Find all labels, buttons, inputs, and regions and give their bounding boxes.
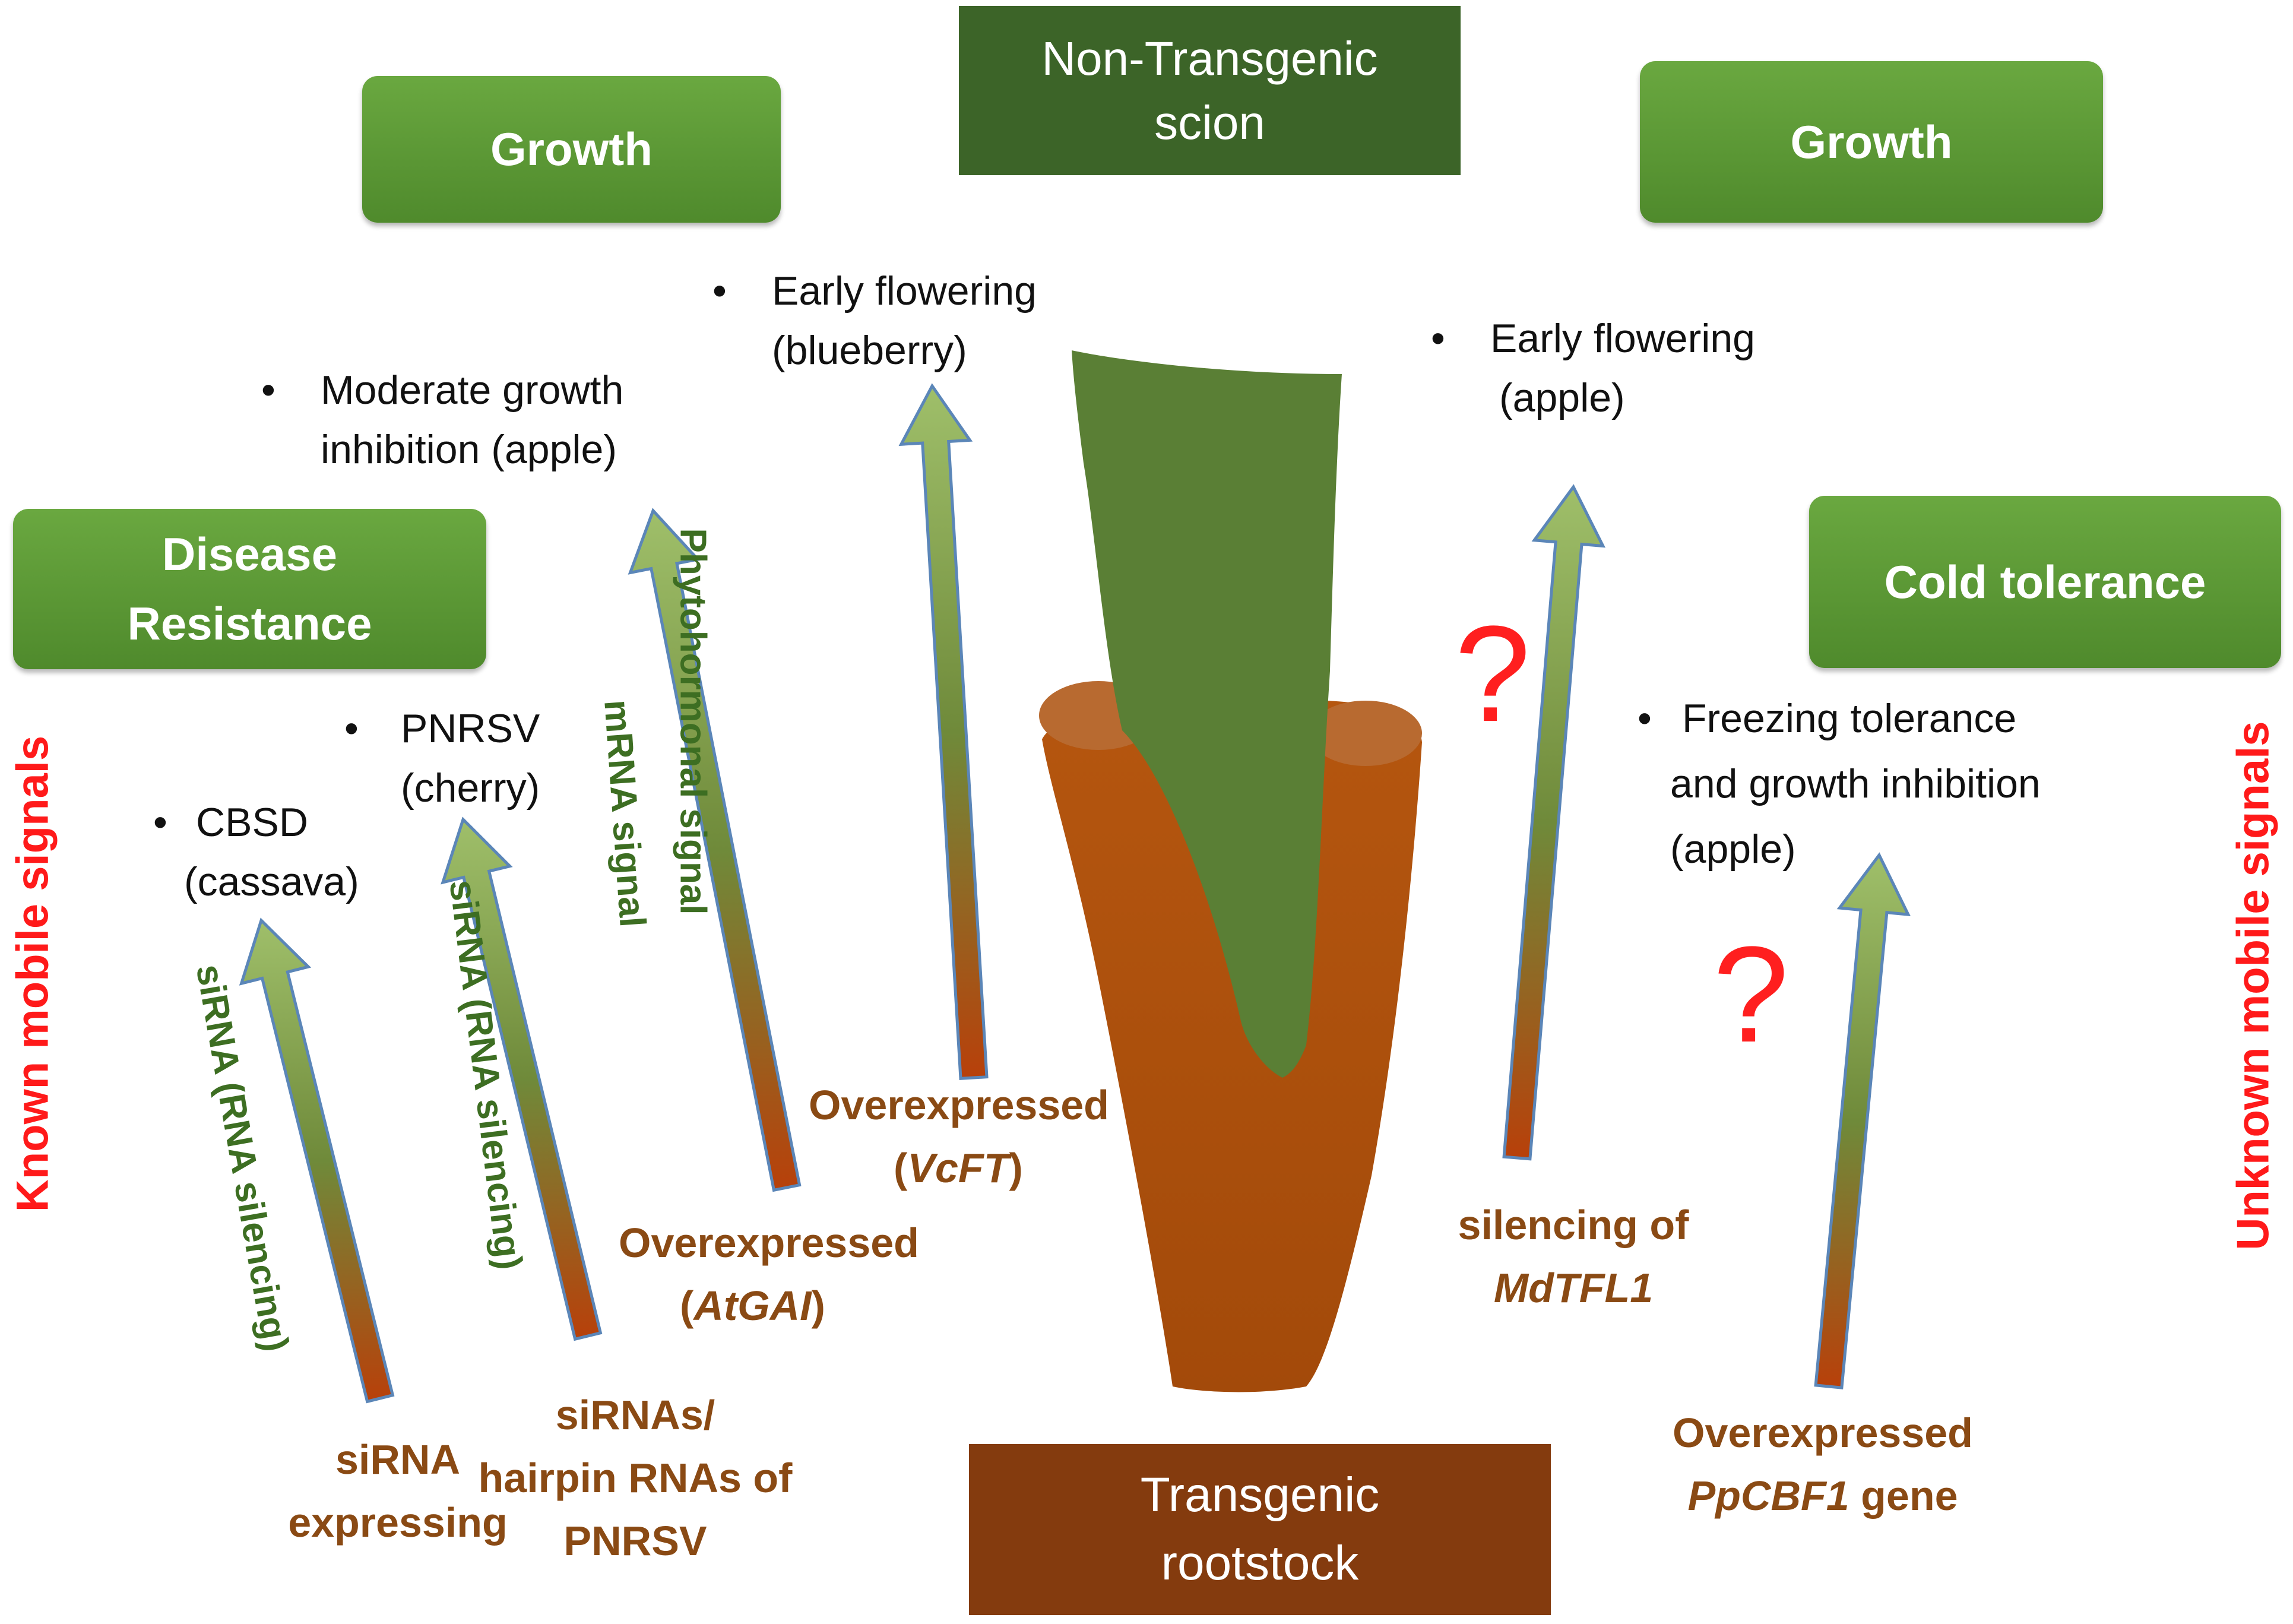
cold-tolerance-label: Cold tolerance [1884, 555, 2206, 608]
disease-resistance-box: Disease Resistance [13, 509, 486, 669]
graft-illustration [1039, 350, 1422, 1392]
pnrsv-src-line1: siRNAs/ [555, 1392, 715, 1438]
bullet-dot: • [1431, 316, 1445, 361]
source-ppcbf1: Overexpressed PpCBF1 gene [1657, 1401, 1989, 1527]
arrow-atgai [628, 508, 802, 1192]
rootstock-line1: Transgenic [1140, 1468, 1380, 1522]
source-vcft: Overexpressed (VcFT) [793, 1074, 1125, 1199]
rootstock-top-right [1309, 701, 1422, 766]
pnrsv-src-line2: hairpin RNAs of [478, 1455, 793, 1501]
growth-right-box: Growth [1640, 61, 2103, 223]
pnrsv-line1: PNRSV [401, 706, 540, 751]
scion-box-line1: Non-Transgenic [1041, 31, 1378, 85]
paren-open: ( [894, 1145, 908, 1191]
vcft-gene: VcFT [907, 1145, 1009, 1191]
question-mark-lower: ? [1713, 918, 1789, 1071]
ppcbf-gene: PpCBF1 [1687, 1473, 1849, 1519]
phytohormonal-signal-label: Phytohormonal signal [672, 528, 714, 915]
early-blueberry-line2: (blueberry) [772, 328, 967, 373]
scion-shape [1072, 350, 1342, 1078]
growth-right-label: Growth [1790, 115, 1953, 168]
cassava-src-line2: expressing [288, 1499, 508, 1546]
source-pnrsv-hairpin: siRNAs/ hairpin RNAs of PNRSV [457, 1384, 813, 1572]
pnrsv-line2: (cherry) [401, 765, 540, 811]
arrow-ppcbf1 [1814, 852, 1911, 1389]
cold-tolerance-box: Cold tolerance [1809, 496, 2281, 668]
scion-box: Non-Transgenic scion [959, 6, 1461, 175]
atgai-line1: Overexpressed [619, 1220, 919, 1266]
paren-close: ) [1009, 1145, 1023, 1191]
vcft-line2: (VcFT) [793, 1137, 1125, 1199]
mdtfl-line2: MdTFL1 [1437, 1256, 1710, 1319]
freezing-line2: and growth inhibition [1670, 761, 2041, 806]
arrow-sirna-cherry [441, 816, 603, 1341]
bullet-dot: • [344, 706, 359, 751]
arrow-vcft [898, 383, 989, 1080]
freezing-line1: Freezing tolerance [1682, 696, 2017, 741]
bullet-dot: • [153, 800, 167, 845]
source-atgai: Overexpressed (AtGAI) [603, 1211, 935, 1337]
early-apple-line2: (apple) [1499, 375, 1625, 420]
early-apple-line1: Early flowering [1490, 316, 1755, 361]
rootstock-box: Transgenic rootstock [969, 1444, 1551, 1615]
bullet-dot: • [712, 268, 727, 314]
bullet-dot: • [1638, 696, 1652, 741]
growth-left-label: Growth [490, 123, 653, 175]
scion-box-line2: scion [1154, 96, 1265, 149]
ppcbf-line2: PpCBF1 gene [1657, 1464, 1989, 1527]
known-mobile-signals-label: Known mobile signals [7, 735, 58, 1213]
ppcbf-line1: Overexpressed [1673, 1410, 1973, 1456]
moderate-line1: Moderate growth [321, 368, 624, 413]
mdtfl-gene: MdTFL1 [1493, 1265, 1654, 1311]
mdtfl-line1: silencing of [1458, 1202, 1689, 1248]
ppcbf-suffix: gene [1849, 1473, 1958, 1519]
bullet-dot: • [261, 368, 275, 413]
paren-open: ( [680, 1283, 694, 1329]
atgai-line2: (AtGAI) [603, 1274, 935, 1337]
vcft-line1: Overexpressed [809, 1082, 1109, 1128]
growth-left-box: Growth [362, 76, 781, 223]
source-cassava-sirna: siRNA expressing [232, 1428, 564, 1554]
freezing-line3: (apple) [1670, 827, 1796, 872]
paren-close: ) [811, 1283, 825, 1329]
disease-line1: Disease [162, 528, 337, 580]
rootstock-line2: rootstock [1161, 1536, 1359, 1590]
signal-arrows [239, 383, 1911, 1404]
arrow-sirna-cassava [239, 917, 395, 1404]
cassava-src-line1: siRNA [335, 1436, 461, 1483]
cbsd-line2: (cassava) [184, 859, 359, 904]
disease-line2: Resistance [127, 597, 372, 650]
question-mark-upper: ? [1455, 597, 1531, 750]
atgai-gene: AtGAI [693, 1283, 812, 1329]
moderate-line2: inhibition (apple) [321, 427, 617, 472]
cbsd-line1: CBSD [196, 800, 308, 845]
pnrsv-src-line3: PNRSV [563, 1518, 707, 1564]
source-mdtfl1: silencing of MdTFL1 [1437, 1194, 1710, 1319]
arrow-mdtfl1 [1502, 484, 1606, 1161]
unknown-mobile-signals-label: Unknown mobile signals [2228, 721, 2279, 1251]
early-blueberry-line1: Early flowering [772, 268, 1037, 314]
rootstock-shape [1042, 697, 1422, 1392]
